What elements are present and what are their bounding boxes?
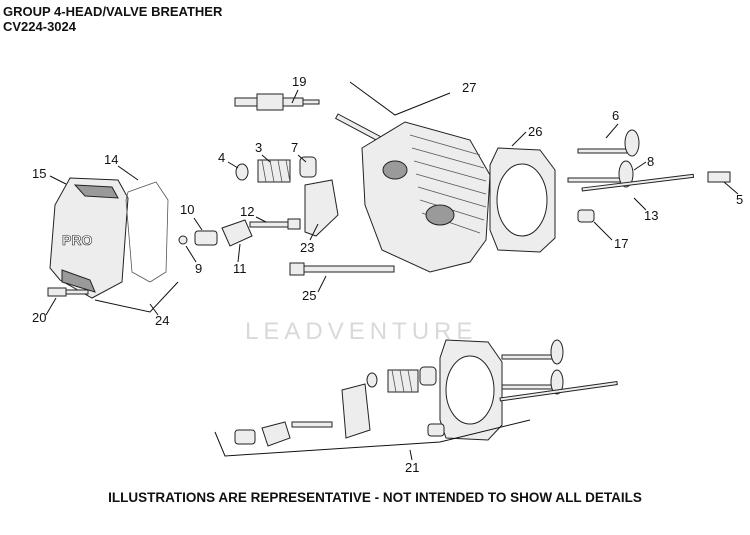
callout-7: 7	[291, 140, 298, 155]
valve-cover[interactable]: PRO	[49, 177, 129, 299]
callout-17: 17	[614, 236, 628, 251]
callout-15: 15	[32, 166, 46, 181]
group-bracket-21	[214, 419, 531, 457]
callout-3: 3	[255, 140, 262, 155]
pushrod-guide-plate[interactable]	[304, 179, 339, 237]
callout-27: 27	[462, 80, 476, 95]
callout-8: 8	[647, 154, 654, 169]
callout-4: 4	[218, 150, 225, 165]
head-gasket[interactable]	[489, 147, 556, 253]
diagram-title: GROUP 4-HEAD/VALVE BREATHER	[3, 4, 223, 19]
callout-24: 24	[155, 313, 169, 328]
group-bracket-27	[349, 81, 451, 116]
valve-lifter[interactable]	[707, 171, 731, 183]
intake-valve[interactable]	[567, 160, 634, 188]
exhaust-valve[interactable]	[577, 129, 640, 157]
valve-spring-set[interactable]	[235, 156, 317, 183]
callout-25: 25	[302, 288, 316, 303]
cylinder-head[interactable]	[361, 121, 491, 273]
valve-guide[interactable]	[577, 209, 595, 223]
callout-21: 21	[405, 460, 419, 475]
callout-9: 9	[195, 261, 202, 276]
callout-13: 13	[644, 208, 658, 223]
group-bracket-24	[94, 281, 179, 313]
callout-5: 5	[736, 192, 743, 207]
model-number: CV224-3024	[3, 19, 76, 34]
gasket-kit[interactable]	[234, 339, 618, 447]
callout-20: 20	[32, 310, 46, 325]
callout-6: 6	[612, 108, 619, 123]
part-callouts: 19 27 6 26 3 7 4 14 15 8 5 10 12 13 23 1…	[32, 74, 743, 475]
cover-gasket[interactable]	[125, 181, 169, 283]
spark-plug[interactable]	[234, 93, 320, 111]
watermark: LEADVENTURE	[245, 318, 478, 345]
footer-note: ILLUSTRATIONS ARE REPRESENTATIVE - NOT I…	[108, 490, 642, 505]
callout-10: 10	[180, 202, 194, 217]
callout-26: 26	[528, 124, 542, 139]
callout-23: 23	[300, 240, 314, 255]
head-bolt[interactable]	[289, 262, 395, 276]
head-stud[interactable]	[334, 113, 383, 143]
push-rod[interactable]	[581, 173, 695, 192]
cover-logo: PRO	[62, 232, 92, 248]
callout-14: 14	[104, 152, 118, 167]
callout-19: 19	[292, 74, 306, 89]
breather-parts[interactable]	[178, 218, 301, 247]
callout-12: 12	[240, 204, 254, 219]
cover-screw[interactable]	[47, 287, 89, 297]
callout-11: 11	[233, 261, 247, 276]
